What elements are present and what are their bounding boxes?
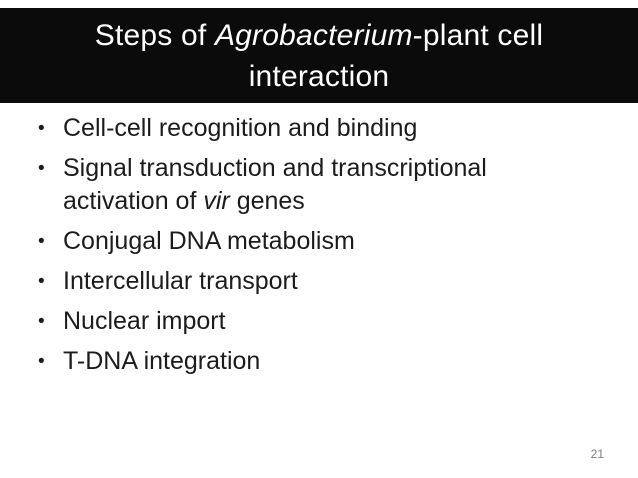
bullet-list: • Cell-cell recognition and binding • Si… (38, 112, 598, 385)
bullet-text: T-DNA integration (63, 347, 261, 375)
bullet-item: • Intercellular transport (38, 265, 598, 298)
bullet-text-post: genes (229, 187, 305, 215)
bullet-text-pre: Signal transduction and transcriptional … (63, 154, 487, 215)
bullet-item: • Cell-cell recognition and binding (38, 112, 598, 145)
bullet-text-italic: vir (203, 187, 230, 215)
bullet-icon: • (38, 158, 45, 179)
page-number: 21 (590, 447, 604, 461)
slide-title-pre: Steps of (94, 18, 215, 52)
bullet-item: • Signal transduction and transcriptiona… (38, 152, 598, 218)
slide-title: Steps of Agrobacterium-plant cell intera… (39, 15, 599, 97)
bullet-text: Signal transduction and transcriptional … (63, 152, 543, 218)
bullet-item: • Nuclear import (38, 305, 598, 338)
slide-title-post: -plant cell interaction (248, 18, 544, 93)
title-band: Steps of Agrobacterium-plant cell intera… (0, 8, 638, 103)
bullet-text: Intercellular transport (63, 267, 298, 295)
bullet-text: Cell-cell recognition and binding (63, 114, 418, 142)
bullet-text: Conjugal DNA metabolism (63, 227, 355, 255)
bullet-icon: • (38, 351, 45, 372)
bullet-icon: • (38, 271, 45, 292)
bullet-text: Nuclear import (63, 307, 226, 335)
bullet-icon: • (38, 231, 45, 252)
bullet-icon: • (38, 118, 45, 139)
bullet-item: • Conjugal DNA metabolism (38, 225, 598, 258)
bullet-icon: • (38, 311, 45, 332)
bullet-item: • T-DNA integration (38, 345, 598, 378)
slide-title-italic: Agrobacterium (214, 18, 413, 52)
